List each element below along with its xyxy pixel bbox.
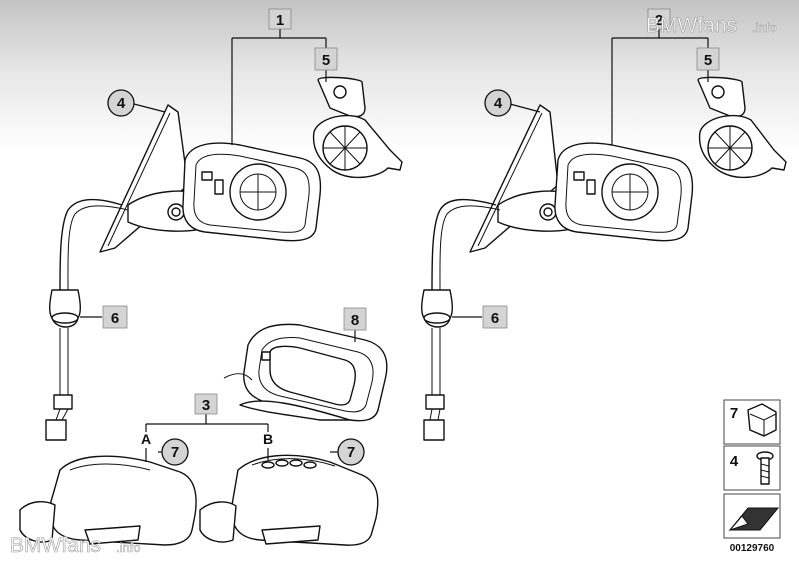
mirror-cover-b bbox=[199, 454, 379, 546]
watermark-bottom: BMWfans .info bbox=[10, 534, 141, 558]
connector-right-top bbox=[425, 394, 445, 410]
callout-7-left-label: 7 bbox=[171, 444, 179, 461]
callout-4-right-label: 4 bbox=[494, 95, 503, 112]
cable-left bbox=[59, 198, 123, 291]
arrow-icon bbox=[728, 507, 780, 532]
callout-7-right: 7 bbox=[337, 438, 365, 466]
callout-8-label: 8 bbox=[351, 312, 359, 329]
fastener-legend: 7 4 00129760 bbox=[723, 399, 781, 554]
mirror-cover-a bbox=[19, 455, 197, 546]
callout-2-label: 2 bbox=[655, 12, 663, 29]
cable-right bbox=[431, 198, 497, 291]
callout-5-left: 5 bbox=[314, 47, 338, 71]
variant-a-label: A bbox=[141, 431, 151, 447]
watermark-bottom-suffix: .info bbox=[116, 540, 141, 555]
left-mirror-assembly bbox=[45, 76, 403, 441]
callout-4-right: 4 bbox=[484, 89, 512, 117]
callout-2: 2 bbox=[647, 8, 671, 30]
callout-7-right-label: 7 bbox=[347, 444, 355, 461]
cover-b-vents bbox=[261, 459, 317, 469]
callout-4-left: 4 bbox=[107, 89, 135, 117]
leader-lines bbox=[80, 28, 709, 462]
callout-1-label: 1 bbox=[276, 12, 284, 29]
callout-6-left: 6 bbox=[102, 305, 128, 329]
mirror-frame-part-8 bbox=[223, 323, 388, 422]
mirror-glass-right bbox=[469, 104, 559, 253]
watermark-top-brand: BMWfans bbox=[646, 14, 737, 37]
callout-5-left-label: 5 bbox=[322, 52, 330, 69]
callout-4-left-label: 4 bbox=[117, 95, 126, 112]
legend-item-4-label: 4 bbox=[730, 453, 739, 470]
clip-icon bbox=[747, 403, 777, 437]
connector-right bbox=[423, 419, 445, 441]
callout-6-right: 6 bbox=[482, 305, 508, 329]
right-mirror-assembly bbox=[421, 76, 787, 441]
actuator-left bbox=[312, 76, 403, 179]
callout-6-right-label: 6 bbox=[491, 310, 499, 327]
callout-5-right: 5 bbox=[696, 47, 720, 71]
watermark-top: BMWfans .info bbox=[646, 14, 777, 38]
legend-item-7-label: 7 bbox=[730, 405, 738, 422]
screw-icon bbox=[756, 451, 774, 485]
callout-3: 3 bbox=[194, 393, 218, 415]
actuator-right bbox=[697, 76, 787, 178]
callout-3-label: 3 bbox=[202, 397, 210, 414]
reference-number: 00129760 bbox=[730, 543, 775, 554]
watermark-top-suffix: .info bbox=[752, 20, 777, 35]
callout-5-right-label: 5 bbox=[704, 52, 712, 69]
callout-8: 8 bbox=[343, 307, 367, 331]
connector-left bbox=[45, 419, 67, 441]
callout-6-left-label: 6 bbox=[111, 310, 119, 327]
watermark-bottom-brand: BMWfans bbox=[10, 534, 101, 557]
callout-1: 1 bbox=[268, 8, 292, 30]
connector-left-top bbox=[53, 394, 73, 410]
callout-7-left: 7 bbox=[161, 438, 189, 466]
legend-box-screw bbox=[723, 445, 781, 491]
variant-b-label: B bbox=[263, 431, 273, 447]
